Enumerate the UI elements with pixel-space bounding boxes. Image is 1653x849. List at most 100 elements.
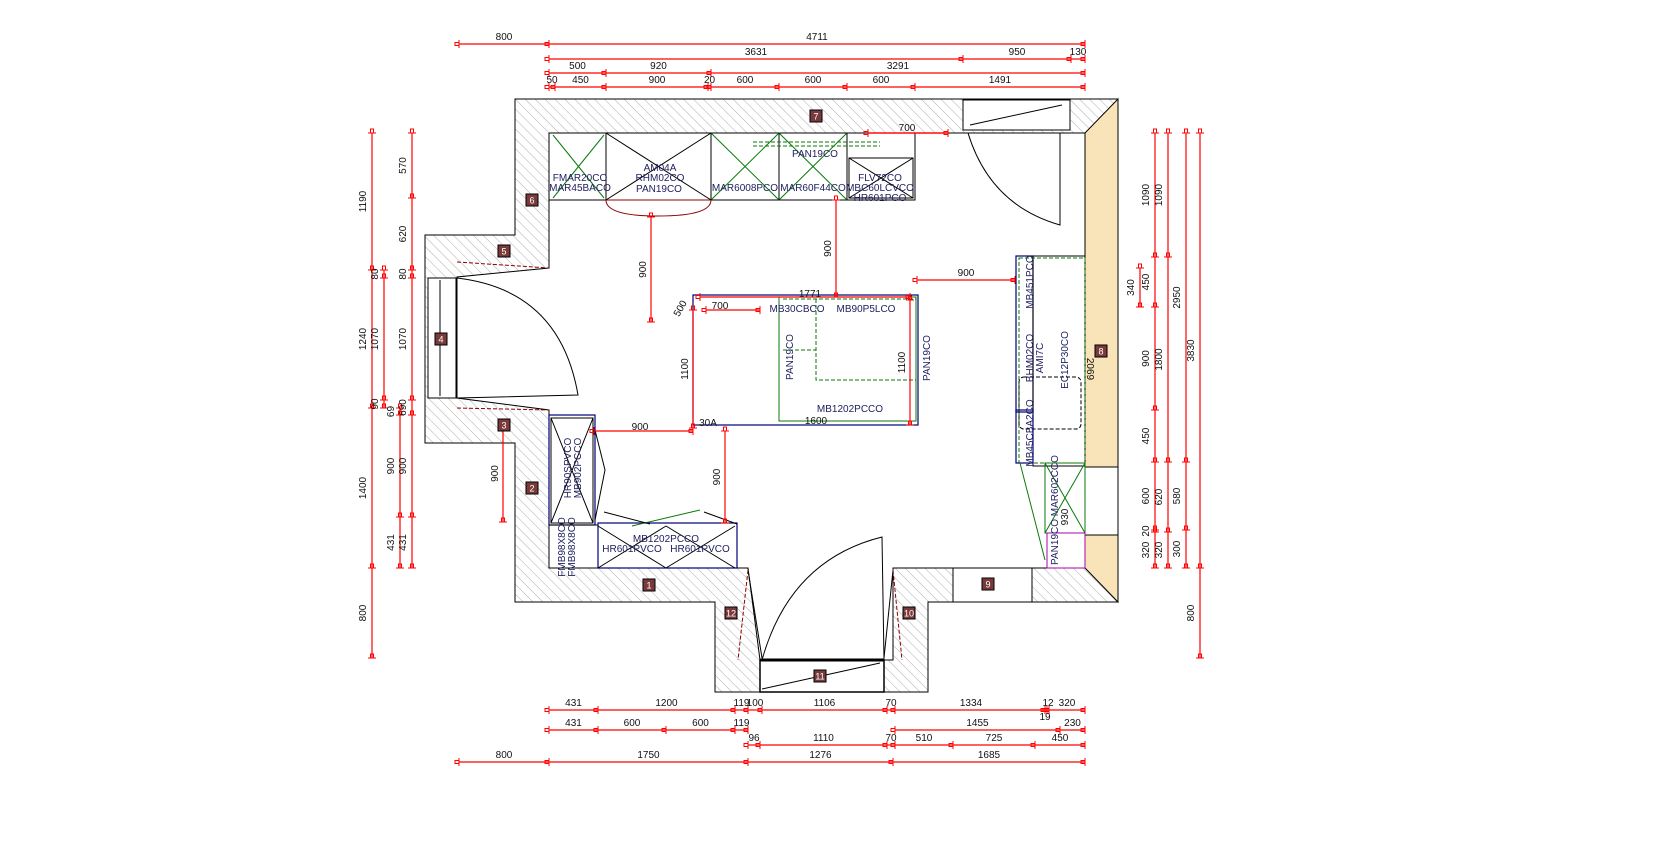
cabinet-label: MB90P5LCO — [837, 304, 896, 315]
dimension-label: 1070 — [370, 327, 381, 350]
dimension: 580 — [1172, 457, 1190, 531]
dimension-label: 230 — [1064, 718, 1081, 729]
dimension-label: 431 — [565, 698, 582, 709]
dimension: 1800 — [1154, 252, 1172, 463]
cabinet-label: HR601PCO — [854, 193, 907, 204]
dimension-label: 70 — [885, 733, 897, 744]
dimension-label: 920 — [650, 61, 667, 72]
dimension-label: 800 — [358, 604, 369, 621]
dimension: 700 — [701, 301, 761, 314]
dimension-label: 431 — [565, 718, 582, 729]
wall-marker-4[interactable]: 4 — [434, 332, 448, 346]
cabinet-label: AM04A — [644, 163, 677, 174]
dimension-label: 100 — [747, 698, 764, 709]
wall-marker-8[interactable]: 8 — [1094, 344, 1108, 358]
dimension-label: 900 — [490, 465, 501, 482]
wall-marker-3[interactable]: 3 — [497, 418, 511, 432]
wall-marker-10[interactable]: 10 — [902, 606, 916, 620]
dimension: 800 — [358, 563, 376, 659]
wall-marker-12[interactable]: 12 — [724, 606, 738, 620]
cabinet-label: PAN19CO — [785, 334, 796, 380]
dimension-label: 600 — [873, 75, 890, 86]
dimension-label: 900 — [958, 268, 975, 279]
dimension-label: 20 — [1141, 525, 1152, 537]
dimension-label: 320 — [1141, 541, 1152, 558]
dimension-label: 30A — [699, 418, 717, 429]
dimension: 130 — [1066, 47, 1087, 63]
dimension-label: 1190 — [358, 190, 369, 212]
cabinet-label: FMAR20CO — [553, 173, 608, 184]
cabinet-label: MB1202PCCO — [817, 404, 883, 415]
dimension: 950 — [958, 47, 1072, 63]
cabinet-label: MB902PCCO — [573, 437, 584, 498]
cabinet-label: PAN19CO MAR602CCO — [1050, 455, 1061, 565]
window-4 — [427, 277, 457, 399]
cabinet-label: MB45CBA2CO — [1025, 399, 1036, 466]
dimension: 19 — [1039, 706, 1051, 723]
dimension-label: 1750 — [637, 750, 660, 761]
dimension: 300 — [1172, 525, 1190, 569]
dimension: 900 — [912, 268, 1016, 284]
wall-marker-5[interactable]: 5 — [497, 244, 511, 258]
dimension-label: 900 — [823, 240, 834, 257]
marker-number: 12 — [726, 609, 736, 619]
dimension-label: 3631 — [745, 47, 768, 58]
dimension: 900 — [638, 212, 655, 323]
cabinet-label: MB1202PCCO — [633, 534, 699, 545]
dimension-label: 1685 — [978, 750, 1001, 761]
dimension-label: 340 — [1126, 279, 1137, 296]
door-swing-bottom — [761, 536, 885, 661]
cabinet-label: PAN19CO — [792, 149, 838, 160]
cabinet-label: RHM02CO — [636, 173, 685, 184]
dimension: 2950 — [1172, 128, 1190, 463]
dimension: 1190 — [358, 128, 376, 271]
dimension-label: 320 — [1059, 698, 1076, 709]
dimension-label: 1100 — [897, 351, 908, 373]
dimension-label: 19 — [1039, 712, 1051, 723]
marker-number: 11 — [815, 672, 824, 682]
dimension-label: 510 — [916, 733, 933, 744]
dimension-label: 725 — [986, 733, 1003, 744]
dimension-label: 90 — [370, 398, 381, 410]
dimension: 431 — [386, 512, 404, 569]
wall-marker-7[interactable]: 7 — [809, 109, 823, 123]
dimension-label: 900 — [398, 457, 409, 474]
marker-number: 10 — [904, 609, 914, 619]
wall-marker-6[interactable]: 6 — [525, 193, 539, 207]
cabinet-label: MB451PCO — [1025, 255, 1036, 309]
dimension: 900 — [712, 426, 729, 524]
marker-number: 1 — [646, 581, 651, 591]
wall-marker-9[interactable]: 9 — [981, 577, 995, 591]
dimension-label: 1090 — [1141, 183, 1152, 206]
dimension: 1334 — [890, 698, 1048, 714]
dimension: 1455 — [890, 718, 1061, 734]
cabinet-label: PAN19CO — [922, 335, 933, 381]
dimension-label: 1600 — [805, 416, 828, 427]
dimension: 450 — [1030, 733, 1086, 749]
marker-number: 3 — [501, 421, 506, 431]
dimension: 900 — [601, 75, 709, 91]
cabinet-label: BHM02CO — [1025, 334, 1036, 383]
dimension-label: 80 — [370, 268, 381, 280]
dimension: 1200 — [593, 698, 736, 714]
cabinet-label: FMB98X8CO — [567, 517, 578, 577]
marker-number: 8 — [1098, 347, 1103, 357]
dimension-label: 431 — [386, 534, 397, 551]
marker-number: 5 — [501, 247, 506, 257]
dimension-label: 320 — [1154, 541, 1165, 558]
door-swing-left — [456, 277, 579, 399]
cabinet-label: FMB98X8CO — [557, 517, 568, 577]
wall-marker-11[interactable]: 11 — [813, 669, 827, 683]
wall-marker-1[interactable]: 1 — [642, 578, 656, 592]
wall-marker-2[interactable]: 2 — [525, 481, 539, 495]
dimension-label: 1276 — [809, 750, 832, 761]
dimension: 1685 — [888, 750, 1086, 766]
dimension-label: 450 — [572, 75, 589, 86]
dimension-label: 1334 — [960, 698, 983, 709]
marker-number: 6 — [529, 196, 534, 206]
cabinet-label: MAR60F44CO — [780, 183, 846, 194]
dimension-label: 570 — [398, 157, 409, 174]
dimension: 800 — [454, 750, 550, 766]
dimension: 1110 — [755, 733, 888, 749]
dimension-label: 930 — [1060, 508, 1071, 525]
